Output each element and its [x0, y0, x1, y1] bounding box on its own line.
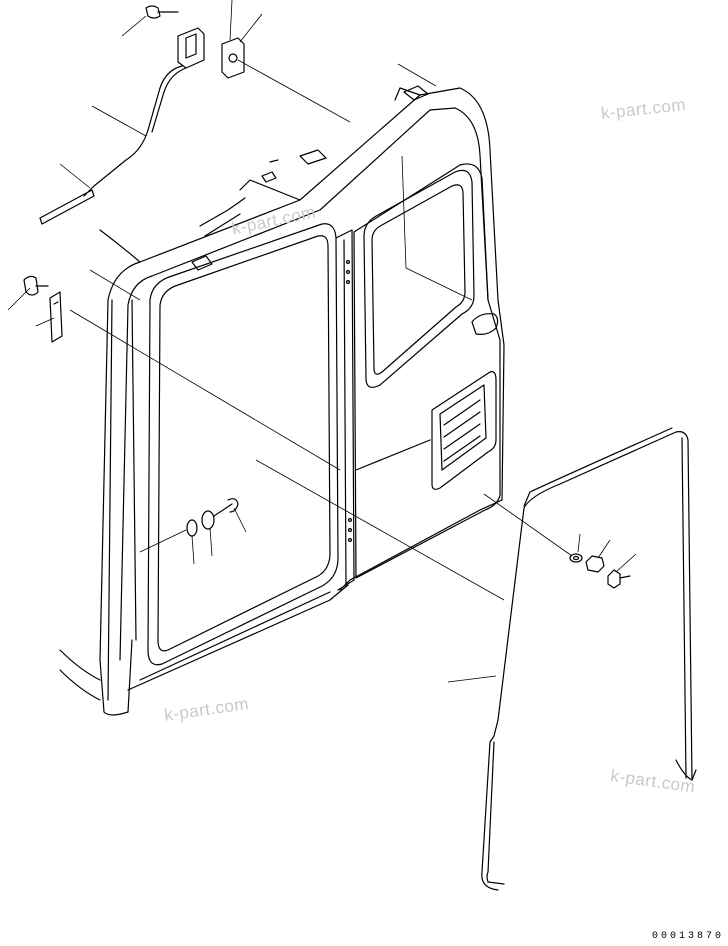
striker-hardware — [186, 498, 239, 537]
door-stay-rod — [39, 65, 187, 225]
door-catch — [23, 275, 63, 343]
callout-lines — [7, 0, 637, 683]
door-hinge-assembly — [145, 5, 245, 79]
door-seal — [481, 427, 697, 891]
front-window-frame — [147, 223, 339, 666]
center-pillar — [335, 229, 355, 591]
drawing-number: 00013870 — [651, 931, 724, 942]
cab-body — [59, 87, 505, 716]
bolt-nut-washer — [569, 553, 631, 589]
door-panel — [353, 163, 501, 579]
roof-details — [191, 85, 429, 271]
